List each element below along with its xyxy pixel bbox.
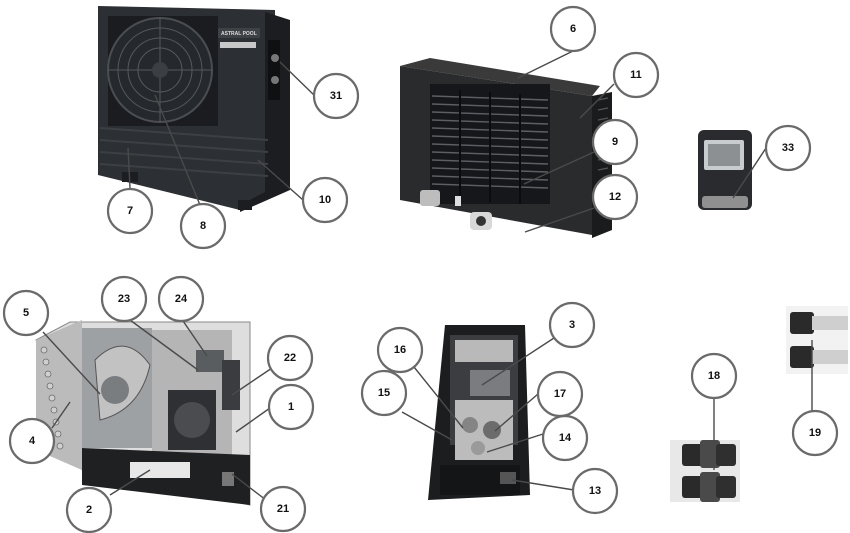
- callout-11: 11: [614, 53, 658, 97]
- callout-1: 1: [269, 385, 313, 429]
- callout-14-label: 14: [559, 432, 572, 444]
- callout-19: 19: [793, 411, 837, 455]
- callout-24-label: 24: [175, 293, 188, 305]
- callout-33-label: 33: [782, 142, 794, 154]
- callout-11-label: 11: [630, 69, 642, 81]
- callout-8-label: 8: [200, 220, 206, 232]
- callout-7: 7: [108, 189, 152, 233]
- pipe-fittings-photo: [670, 440, 740, 502]
- callout-5-label: 5: [23, 307, 29, 319]
- callout-31: 31: [314, 74, 358, 118]
- brand-label: ASTRAL POOL: [221, 31, 257, 37]
- hose-connectors-photo: [786, 306, 848, 374]
- open-unit-top-photo: [428, 325, 530, 500]
- control-panel-photo: [698, 130, 752, 210]
- callout-13-label: 13: [589, 485, 601, 497]
- callout-6-label: 6: [570, 23, 576, 35]
- callout-19-label: 19: [809, 427, 821, 439]
- callout-23-label: 23: [118, 293, 130, 305]
- callout-16-label: 16: [394, 344, 406, 356]
- callout-17-label: 17: [554, 388, 566, 400]
- callout-7-label: 7: [127, 205, 133, 217]
- callout-15-label: 15: [378, 387, 390, 399]
- callout-4: 4: [10, 419, 54, 463]
- callout-8: 8: [181, 204, 225, 248]
- callout-2-label: 2: [86, 504, 92, 516]
- callout-23: 23: [102, 277, 146, 321]
- callout-6: 6: [551, 7, 595, 51]
- callout-12: 12: [593, 175, 637, 219]
- callout-4-label: 4: [29, 435, 36, 447]
- callout-21-label: 21: [277, 503, 289, 515]
- callout-22: 22: [268, 336, 312, 380]
- callout-5: 5: [4, 291, 48, 335]
- ventilated-heater-photo: [400, 58, 612, 238]
- callout-22-label: 22: [284, 352, 296, 364]
- callout-10: 10: [303, 178, 347, 222]
- callout-14: 14: [543, 416, 587, 460]
- callout-10-label: 10: [319, 194, 331, 206]
- callout-17: 17: [538, 372, 582, 416]
- callout-1-label: 1: [288, 401, 294, 413]
- callout-16: 16: [378, 328, 422, 372]
- callout-18-label: 18: [708, 370, 720, 382]
- callout-33: 33: [766, 126, 810, 170]
- callout-13: 13: [573, 469, 617, 513]
- callout-24: 24: [159, 277, 203, 321]
- callout-12-label: 12: [609, 191, 621, 203]
- callout-15: 15: [362, 371, 406, 415]
- open-unit-interior-photo: [36, 320, 250, 505]
- callout-3: 3: [550, 303, 594, 347]
- callout-3-label: 3: [569, 319, 575, 331]
- callout-31-label: 31: [330, 90, 342, 102]
- callout-21: 21: [261, 487, 305, 531]
- callout-9-label: 9: [612, 136, 618, 148]
- callout-9: 9: [593, 120, 637, 164]
- heat-pump-unit-photo: ASTRAL POOL: [98, 6, 290, 212]
- callout-18: 18: [692, 354, 736, 398]
- callout-2: 2: [67, 488, 111, 532]
